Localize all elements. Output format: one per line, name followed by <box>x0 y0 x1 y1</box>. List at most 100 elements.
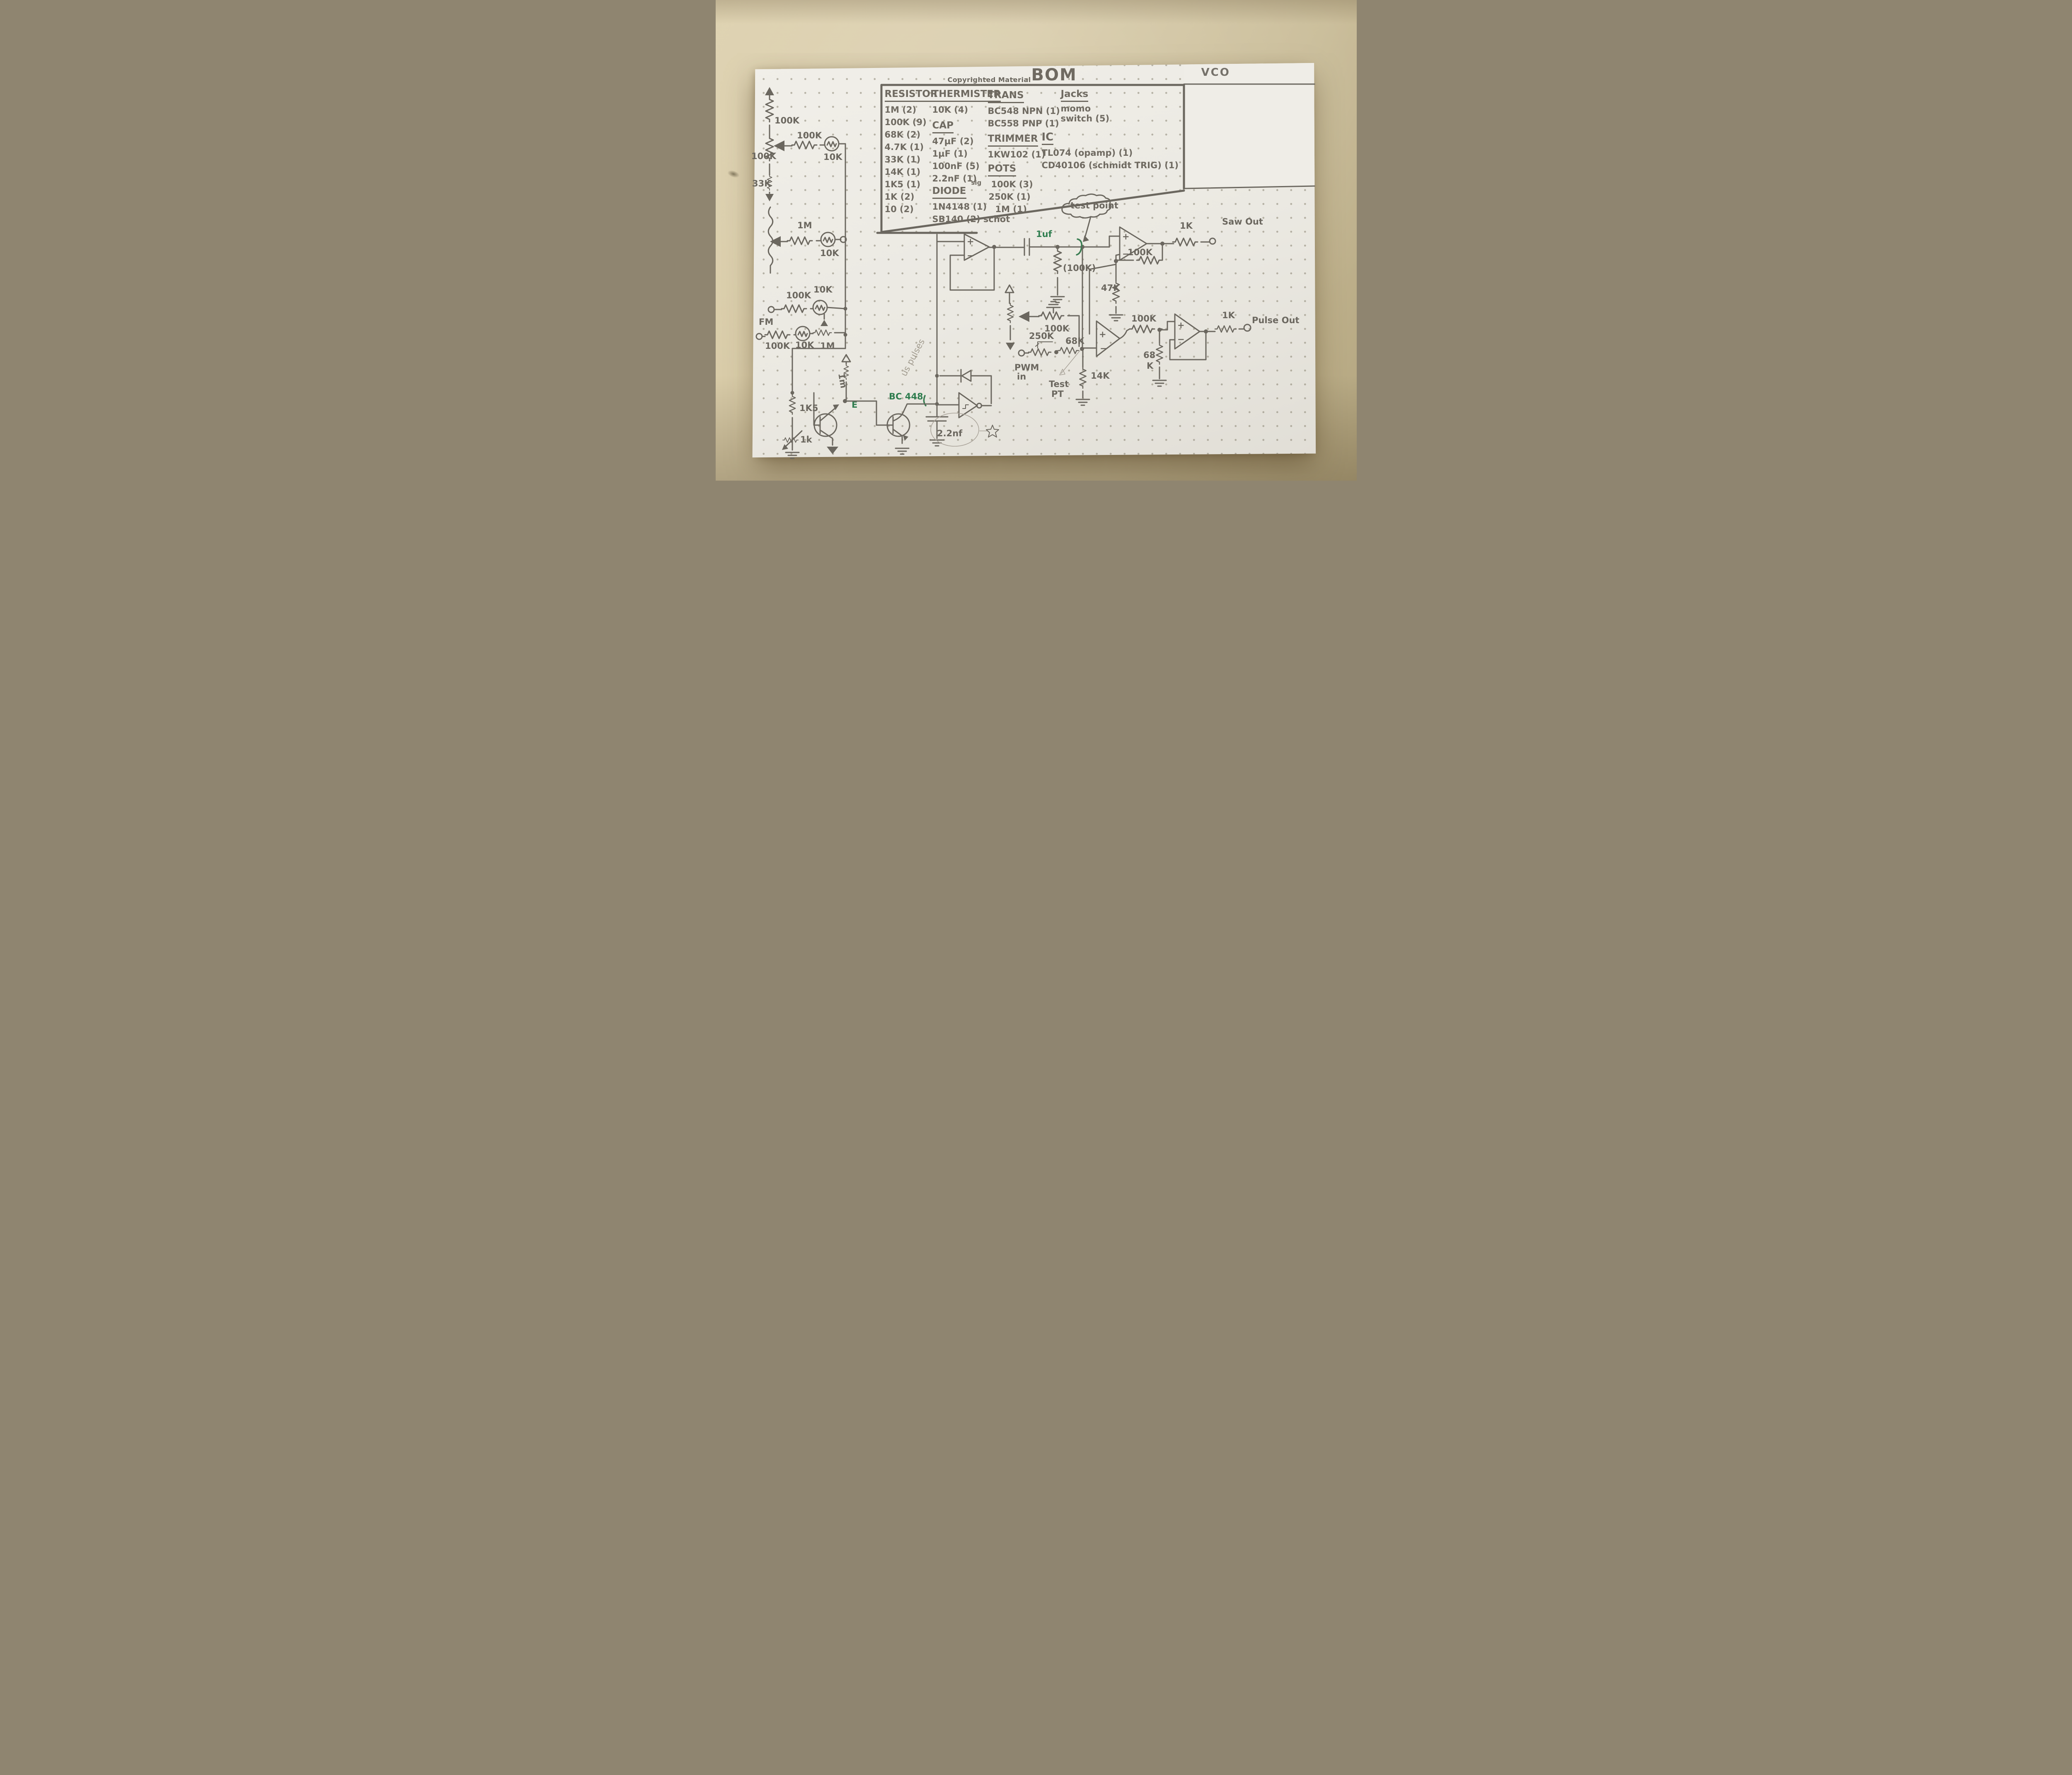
bom-item: 33K (1) <box>884 155 921 164</box>
label-100k: 100K <box>751 151 777 161</box>
label-saw-out: Saw Out <box>1222 217 1263 227</box>
ground-symbol <box>1152 380 1167 387</box>
label-pt: PT <box>1051 389 1064 399</box>
label-100k: 100K <box>765 341 790 351</box>
star-icon <box>985 425 999 438</box>
label-2-2nf: 2.2nf <box>937 428 963 438</box>
bom-item: TL074 (opamp) (1) <box>1041 148 1133 158</box>
ground-symbol <box>895 447 909 455</box>
plus-sign: + <box>1177 320 1185 330</box>
terminal-icon <box>767 306 775 313</box>
expo-core: 1K5 1k 1m E <box>782 337 936 459</box>
bom-title: BOM <box>1031 65 1077 85</box>
bom-item: 100nF (5) <box>932 161 980 171</box>
plus-sign: + <box>1122 232 1130 242</box>
label-1k: 1k <box>800 435 813 445</box>
cv-row-2: 1M 10K <box>770 220 847 258</box>
pulse-section: 100K 68 K + − 1K Pulse Out <box>1129 310 1299 387</box>
bom-column-thermister: THERMISTER 10K (4) <box>932 88 1001 116</box>
pencil-circle <box>930 413 979 447</box>
label-100k-pot: 100K <box>1044 324 1070 334</box>
thermistor-icon <box>795 326 810 341</box>
bom-column-resistor: RESISTOR 1M (2) 100K (9) 68K (2) 4.7K (1… <box>884 88 938 215</box>
minus-sign: − <box>1177 334 1185 344</box>
label-1k: 1K <box>1180 221 1193 231</box>
arrow-down-icon <box>820 320 828 326</box>
bom-header: THERMISTER <box>932 88 1001 102</box>
label-us-pulses: us pulses <box>898 337 926 378</box>
bom-item: 10 (2) <box>884 204 914 214</box>
label-e: E <box>852 400 857 410</box>
label-100k: 100K <box>797 131 822 140</box>
connector-up-icon <box>1005 284 1014 293</box>
pwm-section: 100K 250K 68K 14K Test PT PWM in + <box>1005 284 1130 406</box>
arrow-icon <box>833 404 839 410</box>
label-test: Test <box>1049 379 1069 389</box>
ground-symbol <box>1075 399 1090 406</box>
label-250k: 250K <box>1029 331 1054 341</box>
label-1m: 1M <box>797 220 812 230</box>
arrow-left-icon <box>773 140 784 151</box>
thermistor-icon <box>820 232 835 247</box>
label-100k: 100K <box>786 290 811 300</box>
label-100k: 100K <box>775 116 800 126</box>
terminal-icon <box>1018 349 1025 357</box>
bom-item: 250K (1) <box>988 192 1031 202</box>
bom-item: 14K (1) <box>884 167 921 177</box>
label-1k: 1K <box>1222 310 1235 320</box>
label-bc448: BC 448 <box>889 392 923 401</box>
ground-symbol <box>785 452 799 459</box>
arrow-up-icon <box>765 87 774 95</box>
green-bracket <box>1075 238 1082 256</box>
bom-column-jacks: Jacks momo switch (5) <box>1060 88 1109 123</box>
schmitt-section: 2.2nf <box>876 232 999 447</box>
bom-item: 2.2nF (1) <box>932 174 977 184</box>
minus-sign: − <box>1122 249 1130 259</box>
label-10k: 10K <box>820 248 839 258</box>
bom-item: 1N4148 (1) <box>932 202 987 212</box>
desk: 100K 100K 33K 100K 10K <box>715 0 1357 481</box>
diode-icon <box>960 369 971 383</box>
arrow-down-icon <box>1005 343 1015 350</box>
label-33k: 33K <box>752 179 771 189</box>
opamp-saw: + − 1K Saw Out 100K 47K <box>1089 217 1263 335</box>
label-100k: 100K <box>1131 314 1157 324</box>
bom-item: 100K (9) <box>884 117 927 127</box>
bom-column-diode: DIODE 1N4148 (1) SB140 (2) schot <box>932 185 1010 225</box>
arrow-icon <box>782 444 788 450</box>
arrow-icon <box>1082 235 1089 242</box>
ground-symbol <box>1109 314 1123 322</box>
ground-symbol <box>1046 301 1060 314</box>
bom-item: CD40106 (schmidt TRIG) (1) <box>1041 160 1179 170</box>
label-pwm: PWM <box>1014 363 1039 372</box>
bom-item: 1M (1) <box>995 204 1027 214</box>
bom-column-trimmer: TRIMMER 1KW102 (1) <box>988 133 1046 161</box>
transistor-left <box>813 392 839 454</box>
terminal-icon <box>1209 237 1216 245</box>
label-pulse-out: Pulse Out <box>1252 315 1299 325</box>
label-test-point: test point <box>1070 201 1118 210</box>
label-fm: FM <box>759 317 773 327</box>
plus-sign: + <box>967 237 974 247</box>
thermistor-icon <box>812 300 828 315</box>
bom-header: TRANS <box>988 89 1024 103</box>
bom-header: IC <box>1041 131 1054 145</box>
arrow-icon <box>1059 369 1065 375</box>
integrator-output: 1uf (100K) test point <box>1024 193 1120 350</box>
thermistor-icon <box>824 136 839 152</box>
rail-arrow-icon <box>841 354 851 365</box>
ground-symbol <box>826 447 838 454</box>
label-1m: 1M <box>820 341 835 351</box>
green-tick <box>923 395 927 406</box>
bom-item: BC548 NPN (1) <box>988 106 1060 116</box>
watermark: Copyrighted Material <box>947 76 1031 84</box>
bom-column-pots: POTS 100K (3) 250K (1) 1M (1) <box>988 162 1033 215</box>
label-10k: 10K <box>823 152 842 162</box>
bom-item: 100K (3) <box>991 179 1033 189</box>
terminal-icon <box>840 236 847 243</box>
label-k: K <box>1147 361 1154 371</box>
terminal-icon <box>755 333 762 340</box>
bom-item: 47µF (2) <box>932 136 974 146</box>
bom-header: RESISTOR <box>884 88 938 102</box>
label-100k-fb: 100K <box>1128 247 1153 257</box>
